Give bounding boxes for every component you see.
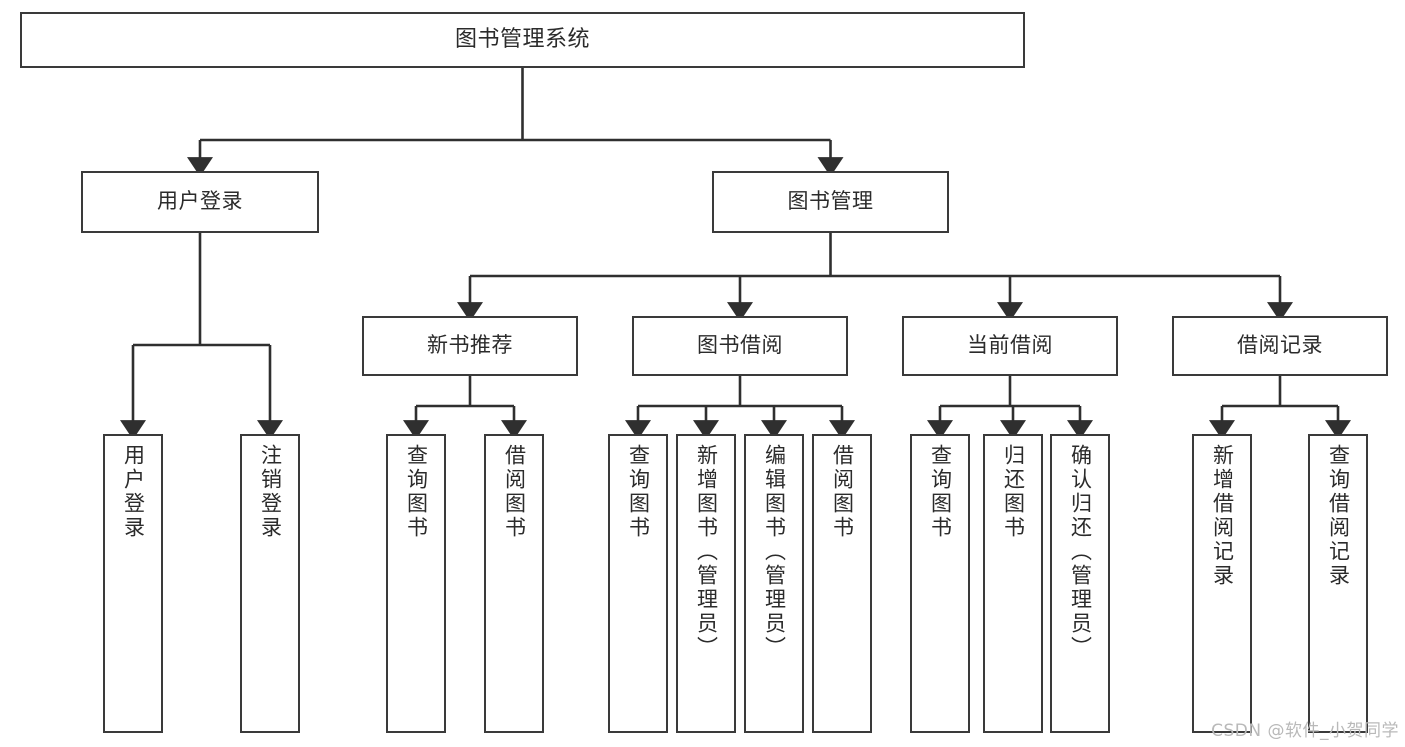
node-label: 借阅记录: [1237, 333, 1323, 358]
node-leaf-6[interactable]: 编辑图书（管理员）: [744, 434, 804, 733]
node-label: 借阅图书: [830, 444, 855, 540]
node-label: 用户登录: [121, 444, 146, 540]
node-level3-1[interactable]: 图书借阅: [632, 316, 848, 376]
node-leaf-3[interactable]: 借阅图书: [484, 434, 544, 733]
node-label: 注销登录: [258, 444, 283, 540]
node-level2-1[interactable]: 图书管理: [712, 171, 949, 233]
node-leaf-11[interactable]: 新增借阅记录: [1192, 434, 1252, 733]
node-leaf-8[interactable]: 查询图书: [910, 434, 970, 733]
node-label: 查询图书: [404, 444, 429, 540]
node-label: 图书管理: [787, 189, 874, 214]
node-level2-0[interactable]: 用户登录: [81, 171, 319, 233]
node-level3-2[interactable]: 当前借阅: [902, 316, 1118, 376]
node-leaf-7[interactable]: 借阅图书: [812, 434, 872, 733]
node-label: 归还图书: [1001, 444, 1026, 540]
node-label: 确认归还（管理员）: [1068, 444, 1093, 660]
node-label: 借阅图书: [502, 444, 527, 540]
node-label: 新增图书（管理员）: [694, 444, 719, 660]
node-leaf-2[interactable]: 查询图书: [386, 434, 446, 733]
node-label: 图书管理系统: [454, 26, 590, 52]
node-label: 查询图书: [928, 444, 953, 540]
node-label: 查询图书: [626, 444, 651, 540]
node-leaf-4[interactable]: 查询图书: [608, 434, 668, 733]
node-level3-0[interactable]: 新书推荐: [362, 316, 578, 376]
node-leaf-12[interactable]: 查询借阅记录: [1308, 434, 1368, 733]
node-leaf-5[interactable]: 新增图书（管理员）: [676, 434, 736, 733]
node-root[interactable]: 图书管理系统: [20, 12, 1025, 68]
node-leaf-9[interactable]: 归还图书: [983, 434, 1043, 733]
node-label: 新书推荐: [427, 333, 513, 358]
csdn-watermark: CSDN @软件_小贺同学: [1211, 721, 1399, 741]
node-label: 新增借阅记录: [1210, 444, 1235, 588]
node-label: 当前借阅: [967, 333, 1053, 358]
node-label: 用户登录: [157, 189, 243, 214]
node-leaf-0[interactable]: 用户登录: [103, 434, 163, 733]
node-label: 图书借阅: [697, 333, 783, 358]
node-label: 查询借阅记录: [1326, 444, 1351, 588]
node-leaf-1[interactable]: 注销登录: [240, 434, 300, 733]
node-level3-3[interactable]: 借阅记录: [1172, 316, 1388, 376]
node-label: 编辑图书（管理员）: [762, 444, 787, 660]
node-leaf-10[interactable]: 确认归还（管理员）: [1050, 434, 1110, 733]
